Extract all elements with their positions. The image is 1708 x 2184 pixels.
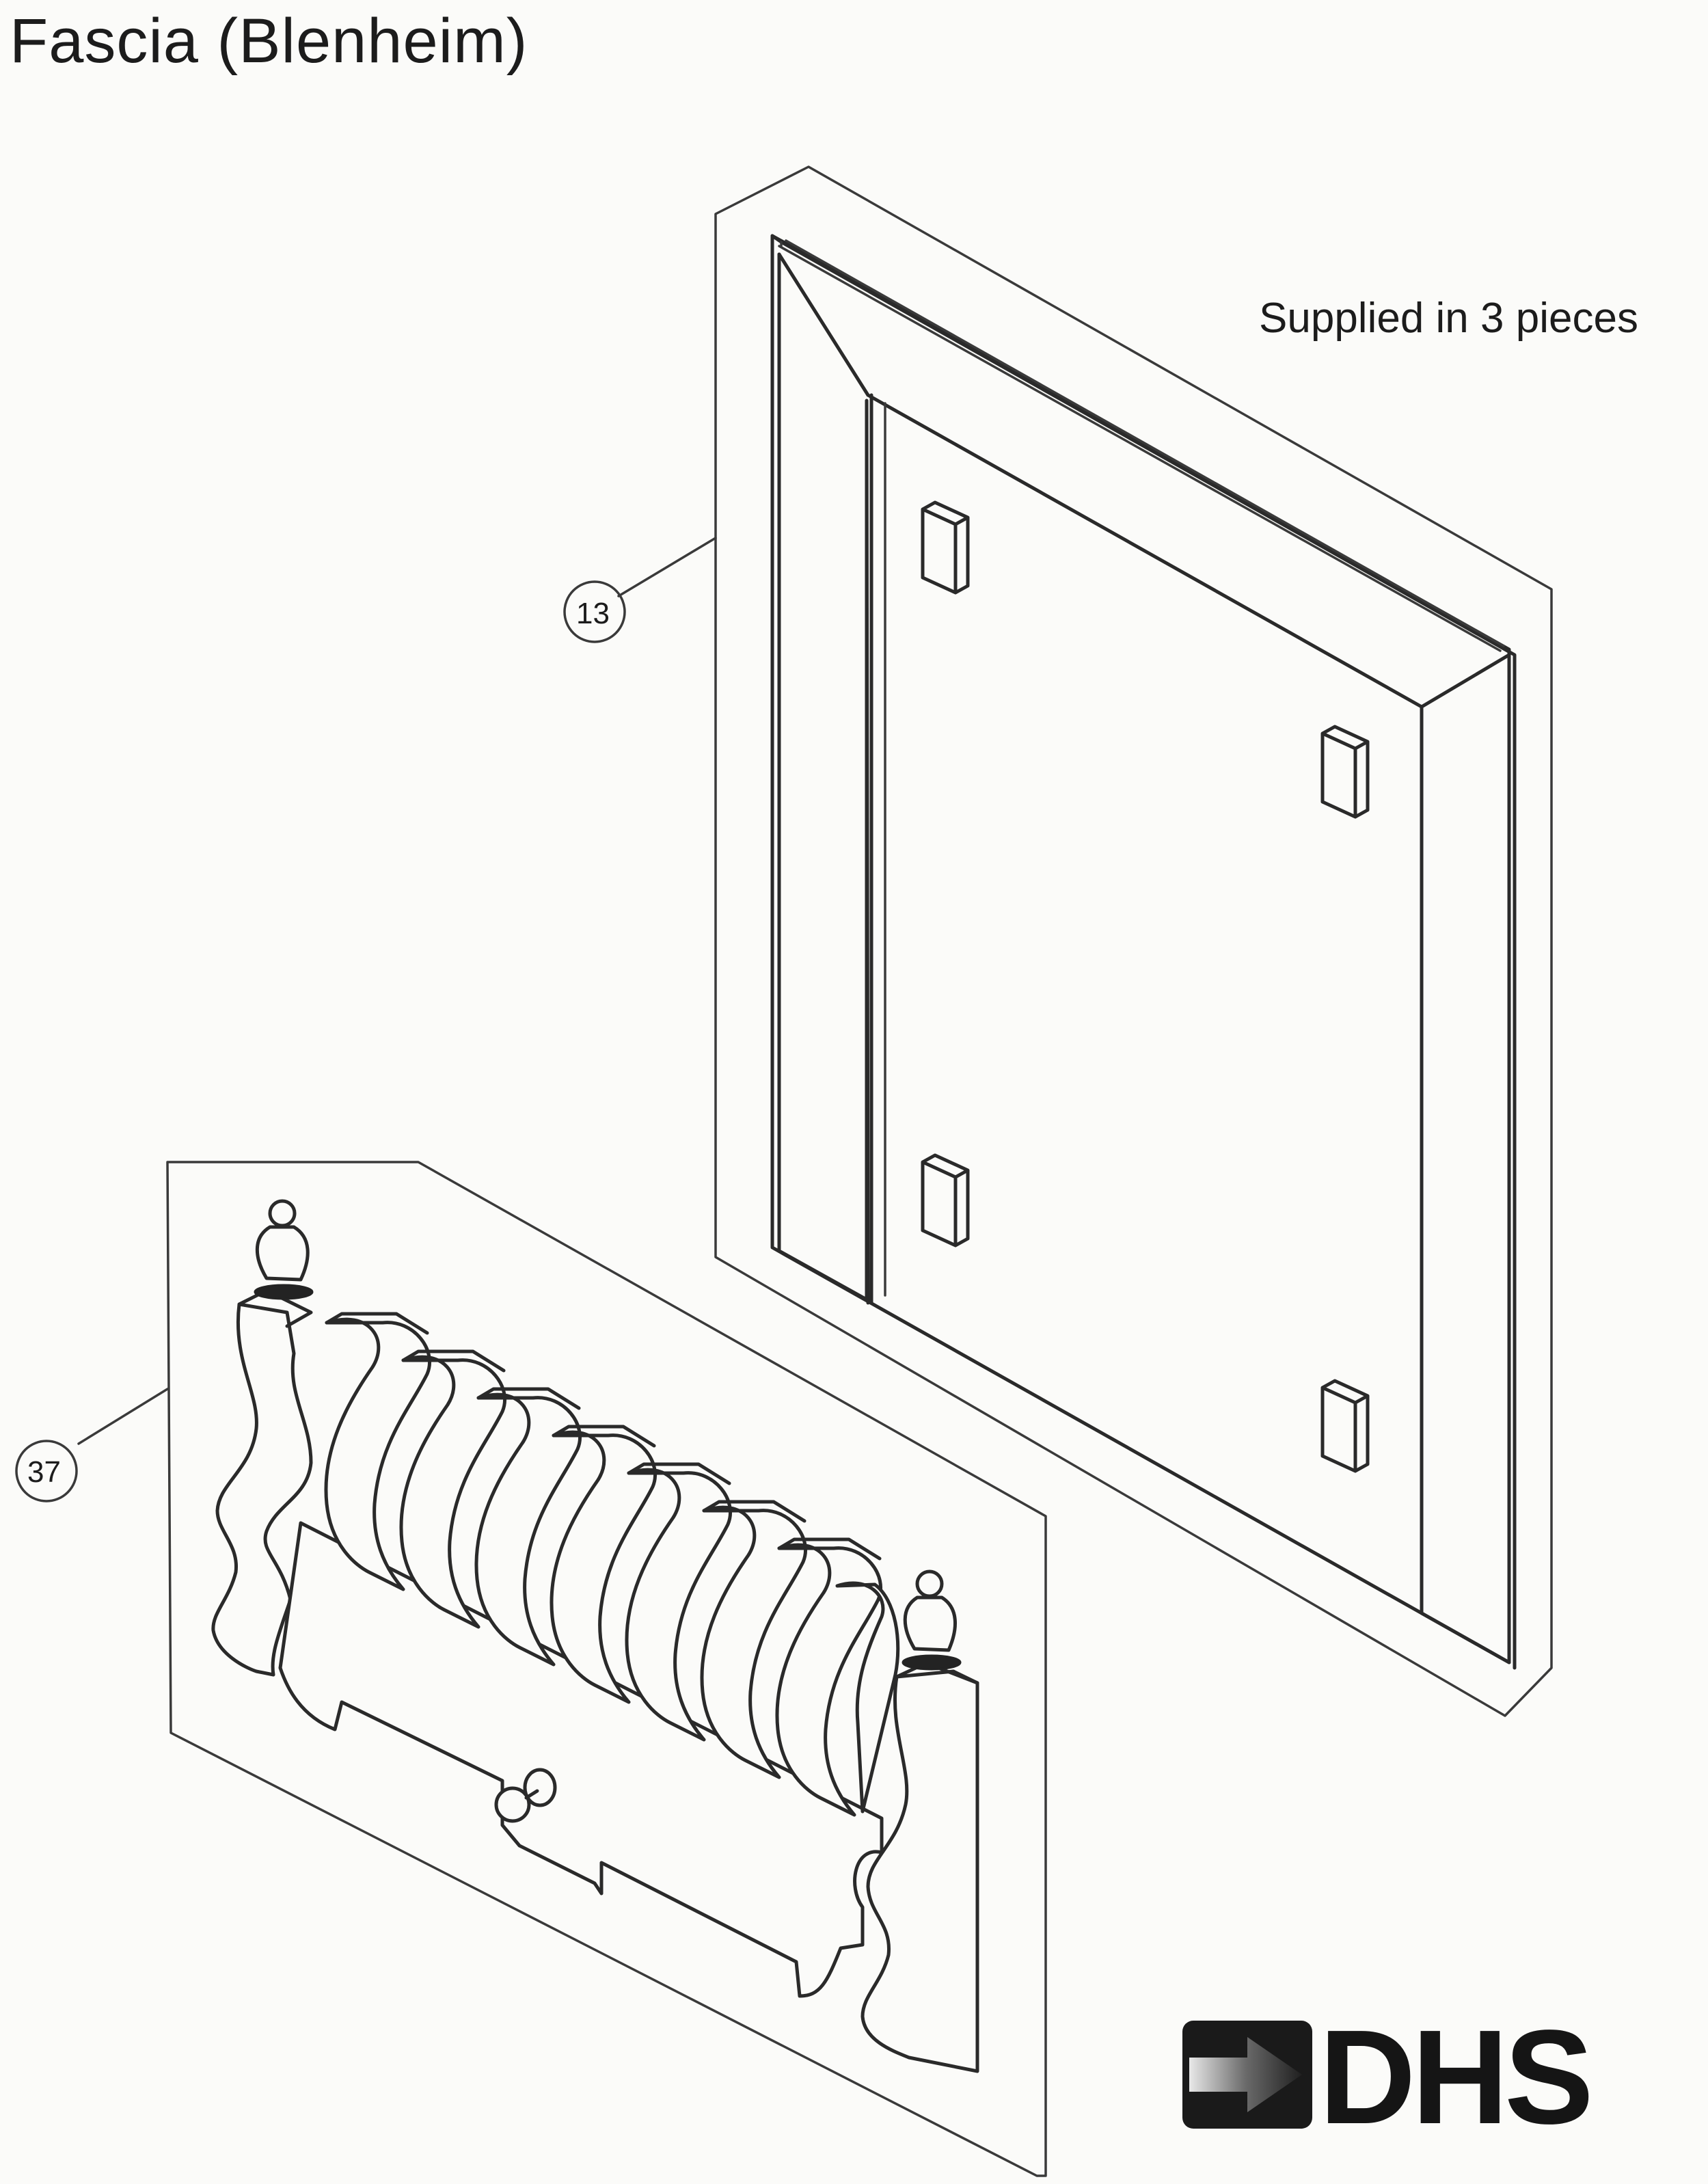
fascia-brackets [921, 500, 1370, 1473]
callout-13-label: 13 [576, 597, 610, 630]
callout-13: 13 [563, 537, 717, 643]
callout-37-label: 37 [27, 1455, 61, 1489]
callout-37: 37 [15, 1388, 169, 1502]
arrow-right-icon [1182, 2021, 1312, 2129]
fascia-outline [714, 165, 1553, 1717]
fret-left-post [211, 1199, 314, 1677]
logo-text: DHS [1319, 2017, 1590, 2133]
dhs-logo: DHS [1182, 2017, 1594, 2133]
page-title: Fascia (Blenheim) [10, 6, 528, 76]
supply-note: Supplied in 3 pieces [1259, 295, 1638, 342]
fascia-inner-edge [865, 399, 870, 1305]
fret-outline [166, 1161, 1047, 2177]
fret-part: 37 [15, 1161, 1047, 2177]
fret-front-apron [278, 1521, 884, 1998]
fret-right-post [860, 1569, 979, 2073]
fascia-frame-part: 13 [563, 165, 1553, 1717]
fret-bars [324, 1312, 900, 1817]
